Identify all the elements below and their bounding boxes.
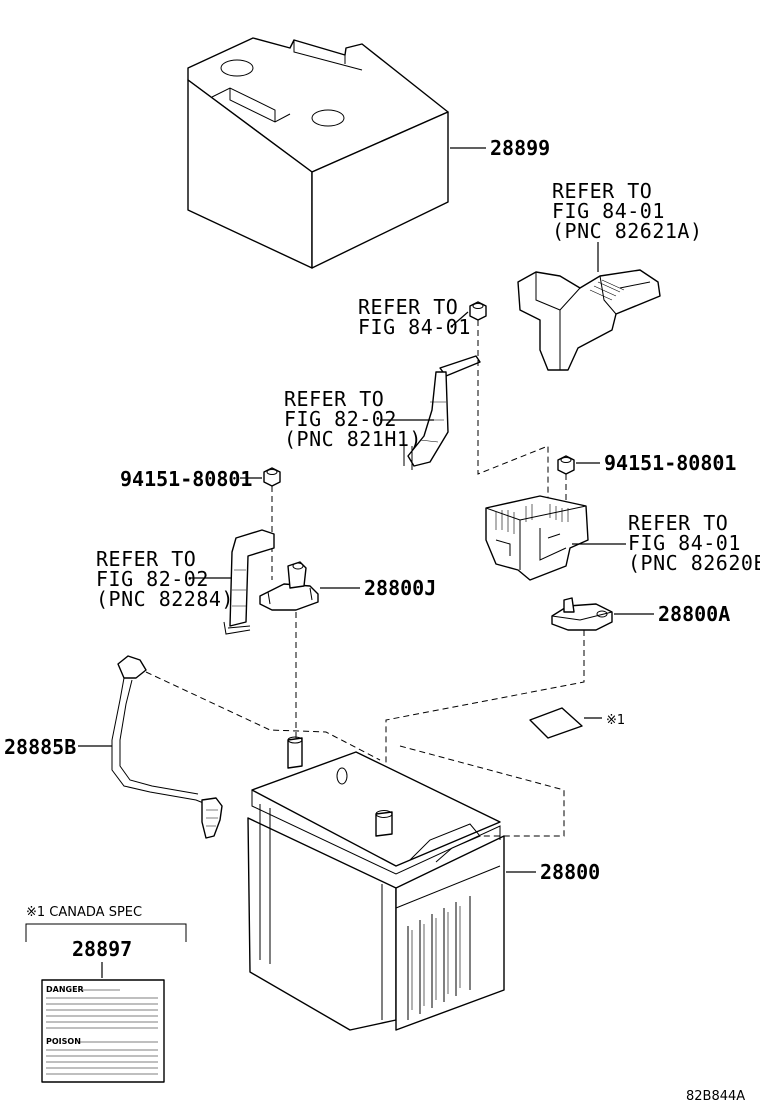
warning-label-28897: DANGER POISON	[41, 979, 165, 1083]
part-number-94151-right: 94151-80801	[604, 451, 736, 475]
sensor-cable-part[interactable]	[111, 655, 223, 839]
ref-fig8401-c-line2: FIG 84-01	[628, 531, 741, 555]
ref-fig8401-c-line3: (PNC 82620E)	[628, 551, 760, 575]
ref-fig8401-b-line2: FIG 84-01	[358, 315, 471, 339]
battery-part[interactable]	[247, 736, 505, 1031]
ref-fig8202-a-line1: REFER TO	[284, 387, 384, 411]
cable-82284	[223, 529, 275, 635]
ref-fig8202-a-line2: FIG 82-02	[284, 407, 397, 431]
nut-top-center	[469, 301, 487, 321]
ref-fig8401-b-line1: REFER TO	[358, 295, 458, 319]
part-number-28800A: 28800A	[658, 602, 730, 626]
battery-insulator-part[interactable]	[187, 37, 449, 269]
positive-terminal-part[interactable]	[551, 597, 613, 631]
ref-fig8202-b-line3: (PNC 82284)	[96, 587, 234, 611]
label-danger-text: DANGER	[46, 985, 84, 994]
part-number-28899: 28899	[490, 136, 550, 160]
ref-fig8202-a-line3: (PNC 821H1)	[284, 427, 422, 451]
canada-spec-callout: ※1 CANADA SPEC 28897	[25, 905, 187, 978]
part-number-28800J: 28800J	[364, 576, 436, 600]
ref-fig8202-b-line2: FIG 82-02	[96, 567, 209, 591]
note-mark: ※1	[606, 713, 625, 728]
part-number-28800: 28800	[540, 860, 600, 884]
part-number-94151-left: 94151-80801	[120, 467, 252, 491]
cable-821h1	[403, 355, 481, 470]
part-number-28897: 28897	[72, 937, 132, 961]
ref-fig8401-a-line2: FIG 84-01	[552, 199, 665, 223]
ref-fig8202-b-line1: REFER TO	[96, 547, 196, 571]
ref-fig8401-c-line1: REFER TO	[628, 511, 728, 535]
canada-spec-text: ※1 CANADA SPEC	[26, 905, 142, 920]
label-poison-text: POISON	[46, 1037, 81, 1046]
ref-fig8401-a-line3: (PNC 82621A)	[552, 219, 703, 243]
ref-fig8401-a-line1: REFER TO	[552, 179, 652, 203]
negative-terminal-part[interactable]	[259, 561, 319, 611]
fuse-block-part	[485, 495, 589, 581]
terminal-cover-part	[517, 269, 661, 371]
nut-right	[557, 455, 575, 475]
canada-label-sticker	[529, 707, 583, 739]
figure-code: 82B844A	[686, 1089, 745, 1104]
nut-left	[263, 467, 281, 487]
part-number-28885B: 28885B	[4, 735, 76, 759]
